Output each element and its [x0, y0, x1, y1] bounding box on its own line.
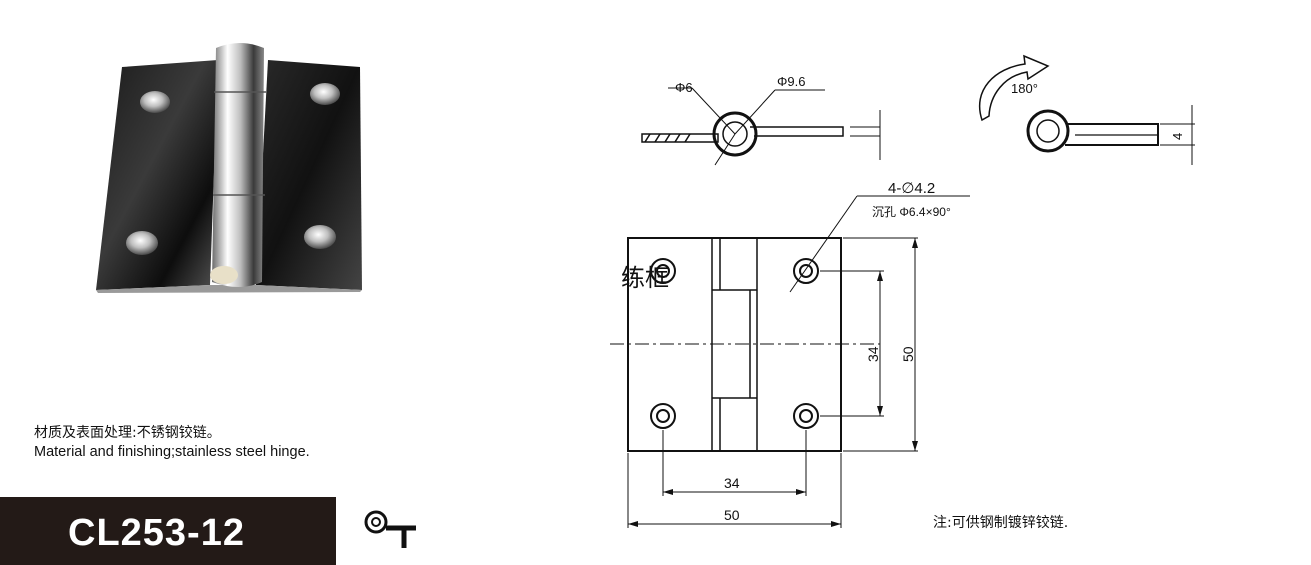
rotation-arrow-icon — [979, 54, 1050, 122]
front-view — [610, 195, 970, 528]
hinge-photo — [96, 43, 362, 293]
label-holes: 4-∅4.2 — [888, 180, 935, 197]
label-hole-spacing-v: 34 — [865, 346, 881, 362]
watermark-text: 练框 — [621, 264, 669, 292]
description-chinese: 材质及表面处理:不锈钢铰链。 — [34, 425, 221, 441]
label-outer-diameter: Φ9.6 — [777, 74, 805, 89]
product-code-bar — [0, 497, 336, 565]
product-code: CL253-12 — [68, 512, 245, 554]
label-height: 50 — [900, 346, 916, 362]
label-rotation: 180° — [1011, 81, 1038, 96]
description-english: Material and finishing;stainless steel h… — [34, 444, 310, 460]
note-text: 注:可供钢制镀锌铰链. — [933, 515, 1069, 531]
label-thickness: 4 — [1170, 133, 1185, 140]
side-profile-left — [641, 87, 881, 166]
label-hole-spacing-h: 34 — [724, 475, 740, 491]
label-width: 50 — [724, 507, 740, 523]
side-profile-right — [1026, 105, 1195, 165]
hinge-type-symbol-icon — [364, 510, 416, 548]
label-countersink: 沉孔 Φ6.4×90° — [872, 205, 951, 219]
label-inner-diameter: Φ6 — [675, 80, 693, 95]
